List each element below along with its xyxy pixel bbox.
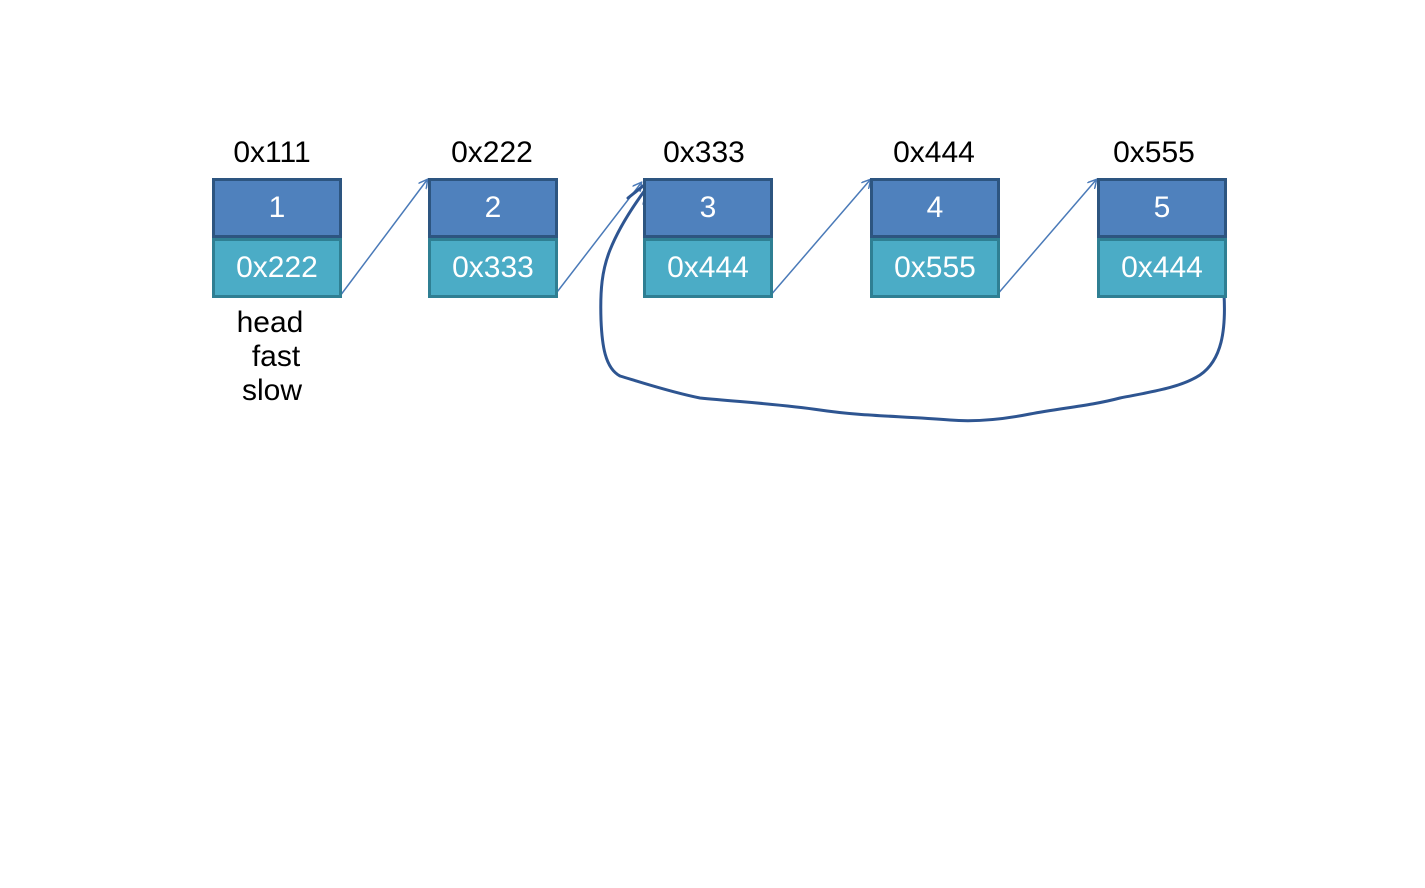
node-1-address: 0x111 [233,136,311,169]
node-5-next-box: 0x444 [1097,238,1227,298]
arrow-node4-to-node5 [995,180,1096,297]
node-2-value-box: 2 [428,178,558,238]
node-4-value-box: 4 [870,178,1000,238]
node-1-value-box: 1 [212,178,342,238]
head-pointer-label: head [236,306,304,339]
pointer-labels: head fast slow [212,306,340,408]
node-5-address: 0x555 [1113,136,1195,169]
slow-pointer-label: slow [241,374,302,407]
node-2-next-box: 0x333 [428,238,558,298]
node-2-address: 0x222 [451,136,533,169]
arrow-node2-to-node3 [553,183,641,297]
fast-pointer-label: fast [251,340,301,373]
node-3-address: 0x333 [663,136,745,169]
arrow-node1-to-node2 [339,180,427,297]
node-3-value-box: 3 [643,178,773,238]
arrow-node3-to-node4 [769,180,870,297]
node-1-next-box: 0x222 [212,238,342,298]
loop-arrow-node5-to-node3 [599,184,1226,423]
node-4-address: 0x444 [893,136,975,169]
node-5-value-box: 5 [1097,178,1227,238]
node-4-next-box: 0x555 [870,238,1000,298]
node-3-next-box: 0x444 [643,238,773,298]
